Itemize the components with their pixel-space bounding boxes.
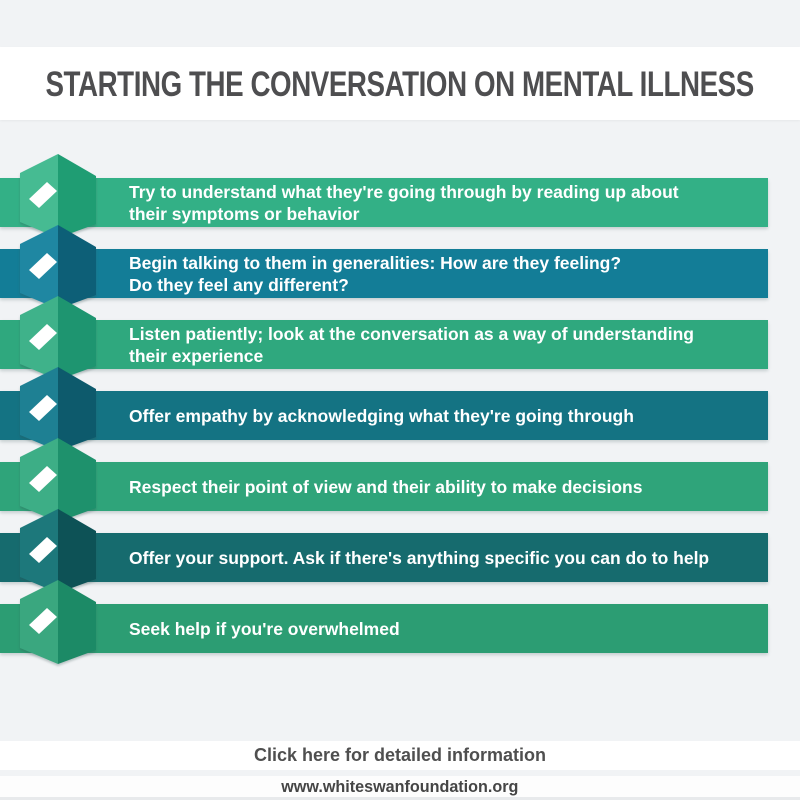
bottom-divider — [0, 797, 800, 800]
diamond-icon — [29, 324, 57, 350]
step-text: Listen patiently; look at the conversati… — [129, 323, 694, 366]
step-row-4: Offer empathy by acknowledging what they… — [0, 367, 768, 451]
step-row-6: Offer your support. Ask if there's anyth… — [0, 509, 768, 593]
step-text: Seek help if you're overwhelmed — [129, 618, 400, 639]
diamond-icon — [29, 608, 57, 634]
chevron-ribbon-icon — [20, 580, 96, 664]
step-text: Respect their point of view and their ab… — [129, 476, 643, 497]
diamond-icon — [29, 395, 57, 421]
diamond-icon — [29, 537, 57, 563]
step-row-2: Begin talking to them in generalities: H… — [0, 225, 768, 309]
diamond-icon — [29, 182, 57, 208]
title-band: STARTING THE CONVERSATION ON MENTAL ILLN… — [0, 47, 800, 120]
step-text: Try to understand what they're going thr… — [129, 181, 679, 224]
website-link[interactable]: www.whiteswanfoundation.org — [281, 776, 519, 796]
step-row-3: Listen patiently; look at the conversati… — [0, 296, 768, 380]
diamond-icon — [29, 466, 57, 492]
url-band: www.whiteswanfoundation.org — [0, 776, 800, 797]
diamond-icon — [29, 253, 57, 279]
step-text: Begin talking to them in generalities: H… — [129, 252, 622, 295]
chevron-ribbon-icon — [20, 509, 96, 593]
chevron-ribbon-icon — [20, 296, 96, 380]
step-text: Offer your support. Ask if there's anyth… — [129, 547, 710, 568]
step-row-1: Try to understand what they're going thr… — [0, 154, 768, 238]
cta-band: Click here for detailed information — [0, 741, 800, 770]
chevron-ribbon-icon — [20, 438, 96, 522]
step-row-5: Respect their point of view and their ab… — [0, 438, 768, 522]
step-text: Offer empathy by acknowledging what they… — [129, 405, 634, 426]
page-title: STARTING THE CONVERSATION ON MENTAL ILLN… — [45, 62, 755, 103]
step-row-7: Seek help if you're overwhelmed — [0, 580, 768, 664]
cta-link[interactable]: Click here for detailed information — [253, 745, 547, 765]
chevron-ribbon-icon — [20, 225, 96, 309]
chevron-ribbon-icon — [20, 154, 96, 238]
chevron-ribbon-icon — [20, 367, 96, 451]
